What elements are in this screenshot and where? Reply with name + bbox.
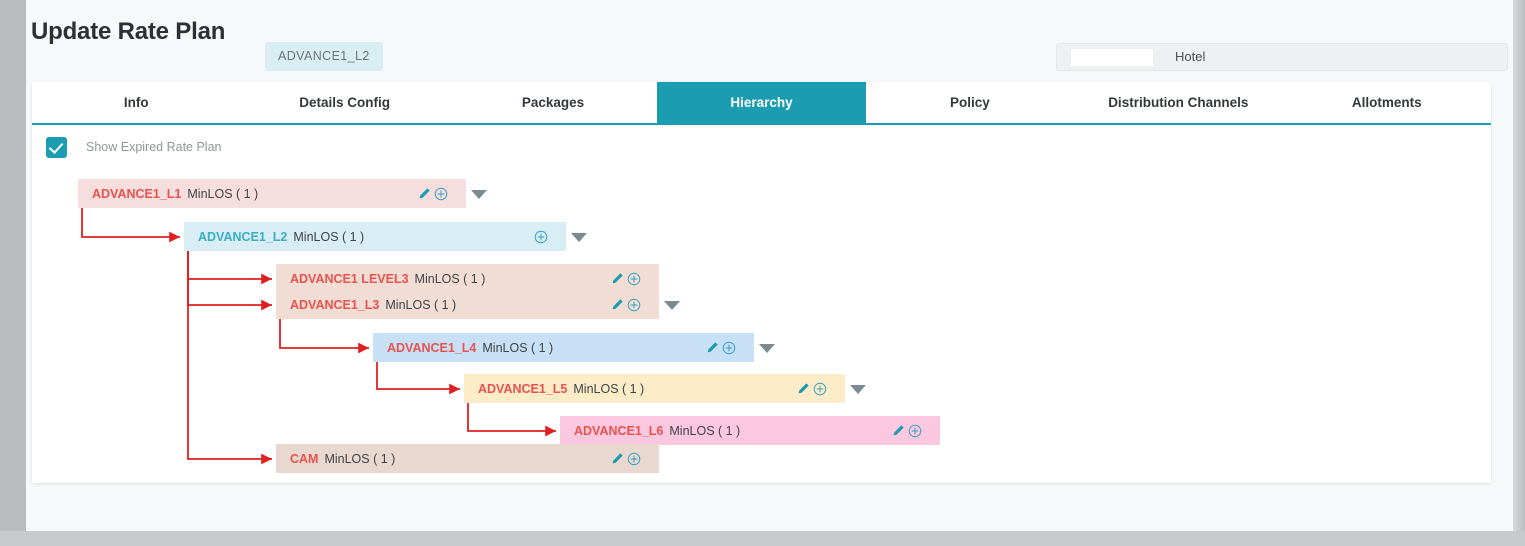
rate-plan-card: Info Details Config Packages Hierarchy Polic… <box>32 82 1491 483</box>
tab-allotments[interactable]: Allotments <box>1351 95 1422 110</box>
rate-plan-code-chip: ADVANCE1_L2 <box>265 42 383 71</box>
pencil-icon[interactable] <box>706 341 719 354</box>
tree-edge-l2-to-level3 <box>187 251 272 285</box>
tree-node-l3[interactable]: ADVANCE1_L3 MinLOS ( 1 ) <box>276 290 659 319</box>
node-actions <box>611 452 641 466</box>
pencil-icon[interactable] <box>892 424 905 437</box>
node-name: CAM <box>290 451 319 466</box>
hotel-selector-field[interactable]: Hotel <box>1056 43 1508 71</box>
node-meta: MinLOS ( 1 ) <box>669 423 741 438</box>
tab-packages[interactable]: Packages <box>521 95 585 110</box>
node-meta: MinLOS ( 1 ) <box>187 186 259 201</box>
plus-circle-icon[interactable] <box>627 298 641 312</box>
pencil-icon[interactable] <box>611 452 624 465</box>
plus-circle-icon[interactable] <box>722 341 736 355</box>
page-title: Update Rate Plan <box>31 18 226 45</box>
tab-info[interactable]: Info <box>123 95 149 110</box>
node-actions <box>534 230 548 244</box>
node-name: ADVANCE1_L3 <box>290 297 380 312</box>
page-right-edge <box>1513 0 1525 531</box>
show-expired-label: Show Expired Rate Plan <box>86 140 222 154</box>
pencil-icon[interactable] <box>611 298 624 311</box>
tree-edge-l5-to-l6 <box>467 403 556 437</box>
filter-row: Show Expired Rate Plan <box>32 125 1491 169</box>
node-name: ADVANCE1_L5 <box>478 381 568 396</box>
show-expired-checkbox[interactable] <box>46 137 67 158</box>
node-actions <box>706 341 736 355</box>
node-name: ADVANCE1 LEVEL3 <box>290 271 409 286</box>
tree-node-cam[interactable]: CAM MinLOS ( 1 ) <box>276 444 659 473</box>
node-actions <box>611 298 641 312</box>
node-name: ADVANCE1_L1 <box>92 186 182 201</box>
hotel-label: Hotel <box>1175 49 1206 64</box>
tree-node-l1[interactable]: ADVANCE1_L1 MinLOS ( 1 ) <box>78 179 466 208</box>
tab-details-config[interactable]: Details Config <box>299 95 391 110</box>
tab-hierarchy[interactable]: Hierarchy <box>657 82 866 123</box>
tree-edge-l4-to-l5 <box>376 362 460 395</box>
tree-node-l5[interactable]: ADVANCE1_L5 MinLOS ( 1 ) <box>464 374 845 403</box>
tree-node-l2[interactable]: ADVANCE1_L2 MinLOS ( 1 ) <box>184 222 566 251</box>
node-name: ADVANCE1_L6 <box>574 423 664 438</box>
chevron-down-icon[interactable] <box>471 190 487 199</box>
plus-circle-icon[interactable] <box>434 187 448 201</box>
tab-distribution-channels[interactable]: Distribution Channels <box>1108 95 1249 110</box>
tree-edge-l2-to-l3 <box>187 251 272 311</box>
tree-node-l4[interactable]: ADVANCE1_L4 MinLOS ( 1 ) <box>373 333 754 362</box>
pencil-icon[interactable] <box>418 187 431 200</box>
page-header: Update Rate Plan ADVANCE1_L2 Hotel <box>26 14 1508 71</box>
tree-edge-l1-to-l2 <box>81 208 180 243</box>
plus-circle-icon[interactable] <box>627 272 641 286</box>
chevron-down-icon[interactable] <box>850 385 866 394</box>
node-meta: MinLOS ( 1 ) <box>293 229 365 244</box>
pencil-icon[interactable] <box>611 272 624 285</box>
chevron-down-icon[interactable] <box>571 233 587 242</box>
desktop-background-bottom <box>0 531 1525 546</box>
hotel-name-redacted <box>1071 49 1153 66</box>
node-name: ADVANCE1_L2 <box>198 229 288 244</box>
tree-node-l6[interactable]: ADVANCE1_L6 MinLOS ( 1 ) <box>560 416 940 445</box>
node-actions <box>611 272 641 286</box>
tree-edge-l2-to-cam <box>187 251 272 465</box>
tab-policy[interactable]: Policy <box>950 95 990 110</box>
pencil-icon[interactable] <box>797 382 810 395</box>
chevron-down-icon[interactable] <box>664 301 680 310</box>
plus-circle-icon[interactable] <box>534 230 548 244</box>
node-name: ADVANCE1_L4 <box>387 340 477 355</box>
node-meta: MinLOS ( 1 ) <box>385 297 457 312</box>
plus-circle-icon[interactable] <box>813 382 827 396</box>
node-meta: MinLOS ( 1 ) <box>324 451 396 466</box>
node-meta: MinLOS ( 1 ) <box>482 340 554 355</box>
node-actions <box>797 382 827 396</box>
node-actions <box>892 424 922 438</box>
tree-edge-l3-to-l4 <box>279 319 369 354</box>
node-meta: MinLOS ( 1 ) <box>414 271 486 286</box>
node-meta: MinLOS ( 1 ) <box>573 381 645 396</box>
plus-circle-icon[interactable] <box>908 424 922 438</box>
chevron-down-icon[interactable] <box>759 344 775 353</box>
node-actions <box>418 187 448 201</box>
plus-circle-icon[interactable] <box>627 452 641 466</box>
desktop-background-left <box>0 0 26 531</box>
tab-bar: Info Details Config Packages Hierarchy Polic… <box>32 82 1491 125</box>
tree-node-level3[interactable]: ADVANCE1 LEVEL3 MinLOS ( 1 ) <box>276 264 659 293</box>
